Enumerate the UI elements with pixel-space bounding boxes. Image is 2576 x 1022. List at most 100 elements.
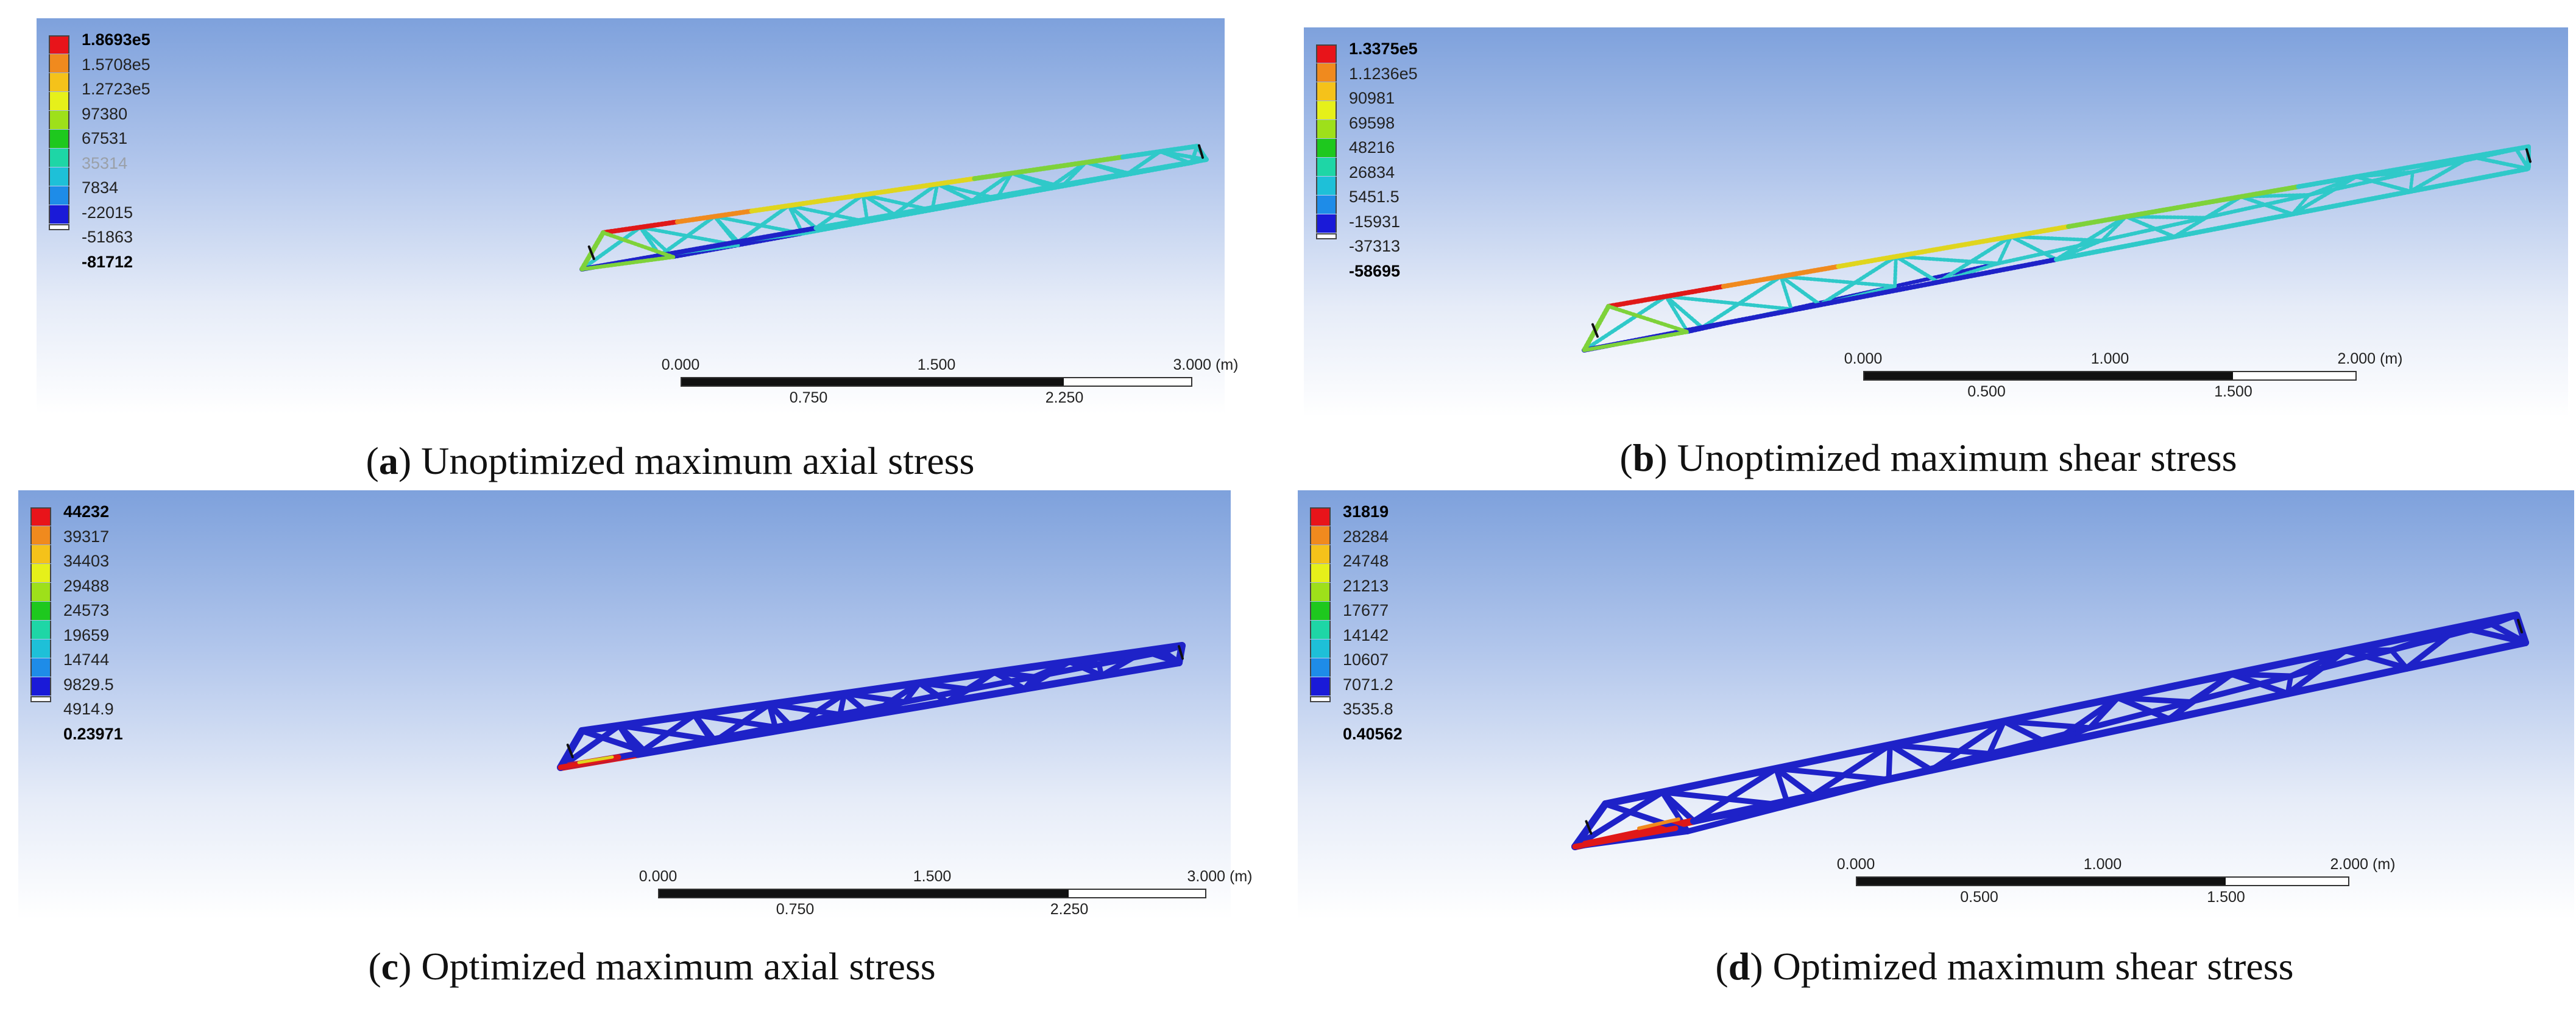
truss-top-chord <box>2411 144 2531 169</box>
truss-top-chord <box>1120 144 1200 160</box>
truss-bottom-chord <box>891 198 975 217</box>
truss-end-post <box>579 255 676 272</box>
legend-swatch <box>30 545 51 563</box>
truss-top-chord <box>2296 164 2416 189</box>
truss-bottom-chord <box>943 685 1028 706</box>
truss-top-chord <box>749 197 829 214</box>
support-marker <box>1178 645 1184 660</box>
scale-tick-label: 0.750 <box>789 389 828 406</box>
truss-diagonal <box>1894 255 2000 266</box>
truss-diagonal <box>736 203 791 244</box>
truss-diagonal <box>1779 274 1793 311</box>
high-stress-member <box>1572 825 1679 850</box>
support-marker <box>1591 323 1599 338</box>
legend-swatch <box>30 640 51 658</box>
legend-label: 48216 <box>1349 138 1395 157</box>
legend-label: 14744 <box>63 650 110 669</box>
legend-label: 21213 <box>1343 576 1389 595</box>
truss-top-chord <box>1046 154 1126 171</box>
truss-diagonal <box>1997 234 2013 266</box>
legend-swatch <box>1316 82 1337 100</box>
truss-diagonal <box>1894 254 1941 284</box>
legend-swatch <box>1310 640 1331 658</box>
legend-label: 97380 <box>82 104 128 123</box>
truss-diagonal <box>2124 214 2207 220</box>
truss-bottom-chord <box>1021 672 1106 692</box>
high-stress-member <box>1637 817 1680 830</box>
truss-bottom-chord <box>1809 766 1935 800</box>
truss-diagonal <box>1986 718 2007 756</box>
legend-label: -37313 <box>1349 237 1401 255</box>
legend-swatch <box>1310 621 1331 639</box>
truss-bottom-chord <box>634 738 719 758</box>
legend-swatch <box>1316 158 1337 176</box>
truss-diagonal <box>2285 647 2349 697</box>
truss-diagonal <box>789 690 847 731</box>
truss-bottom-chord <box>2171 211 2295 239</box>
truss-bottom-chord <box>1936 257 2059 285</box>
legend-label: 17677 <box>1343 601 1389 619</box>
scale-tick-label: 0.000 <box>639 868 678 885</box>
legend-swatch <box>30 658 51 677</box>
truss-bottom-chord <box>2290 189 2413 217</box>
truss-bottom-chord <box>2403 639 2529 672</box>
truss-diagonal <box>2354 174 2413 194</box>
legend-label: 1.1236e5 <box>1349 64 1418 83</box>
legend-swatch <box>49 54 69 72</box>
legend-swatch <box>49 35 69 54</box>
legend-label: 7071.2 <box>1343 675 1393 694</box>
legend-label: 0.40562 <box>1343 724 1403 743</box>
legend-label: 90981 <box>1349 89 1395 107</box>
truss-end-post <box>2489 612 2519 627</box>
truss-diagonal <box>1700 274 1783 330</box>
truss-bottom-chord <box>2284 664 2410 697</box>
truss-top-chord <box>953 663 1036 682</box>
legend-swatch <box>49 149 69 167</box>
truss-diagonal <box>2290 174 2358 216</box>
truss-top-chord <box>578 716 661 735</box>
legend-swatch <box>1316 196 1337 214</box>
legend-label: 0.23971 <box>63 724 123 743</box>
truss-diagonal <box>1083 160 1131 175</box>
support-marker <box>587 245 595 260</box>
legend-swatch <box>49 92 69 110</box>
truss-diagonal <box>1936 234 2013 284</box>
legend-swatch <box>49 111 69 129</box>
scale-bar-segment <box>936 378 1064 386</box>
truss-top-chord <box>1028 652 1111 671</box>
truss-diagonal <box>1048 160 1088 189</box>
truss-diagonal <box>1126 149 1162 175</box>
truss-bottom-chord <box>2408 166 2531 194</box>
truss-top-chord <box>2285 635 2407 666</box>
legend-swatch <box>1310 677 1331 696</box>
truss-top-chord <box>674 208 754 225</box>
truss-diagonal <box>1582 294 1668 353</box>
truss-diagonal <box>1572 789 1666 850</box>
scale-bar-track <box>681 377 1192 387</box>
truss-top-chord <box>2057 682 2179 713</box>
truss-diagonal <box>2001 718 2053 748</box>
legend-swatch <box>1316 214 1337 233</box>
truss-end-post <box>1606 304 1690 334</box>
truss-bottom-chord <box>2054 234 2177 262</box>
legend-swatch <box>1310 583 1331 601</box>
truss-top-chord <box>1721 264 1841 289</box>
scale-bar-track <box>1856 876 2349 886</box>
truss-top-chord <box>2171 658 2293 690</box>
truss-bottom-chord <box>813 212 897 231</box>
truss-diagonal <box>2124 214 2176 239</box>
truss-model-c <box>557 642 1186 771</box>
truss-diagonal <box>935 181 974 203</box>
legend-label: 3535.8 <box>1343 700 1393 718</box>
truss-member <box>2307 170 2415 197</box>
truss-crossmember <box>2290 193 2311 216</box>
truss-diagonal <box>1886 742 1893 783</box>
truss-diagonal <box>814 192 865 230</box>
truss-diagonal <box>712 214 740 244</box>
